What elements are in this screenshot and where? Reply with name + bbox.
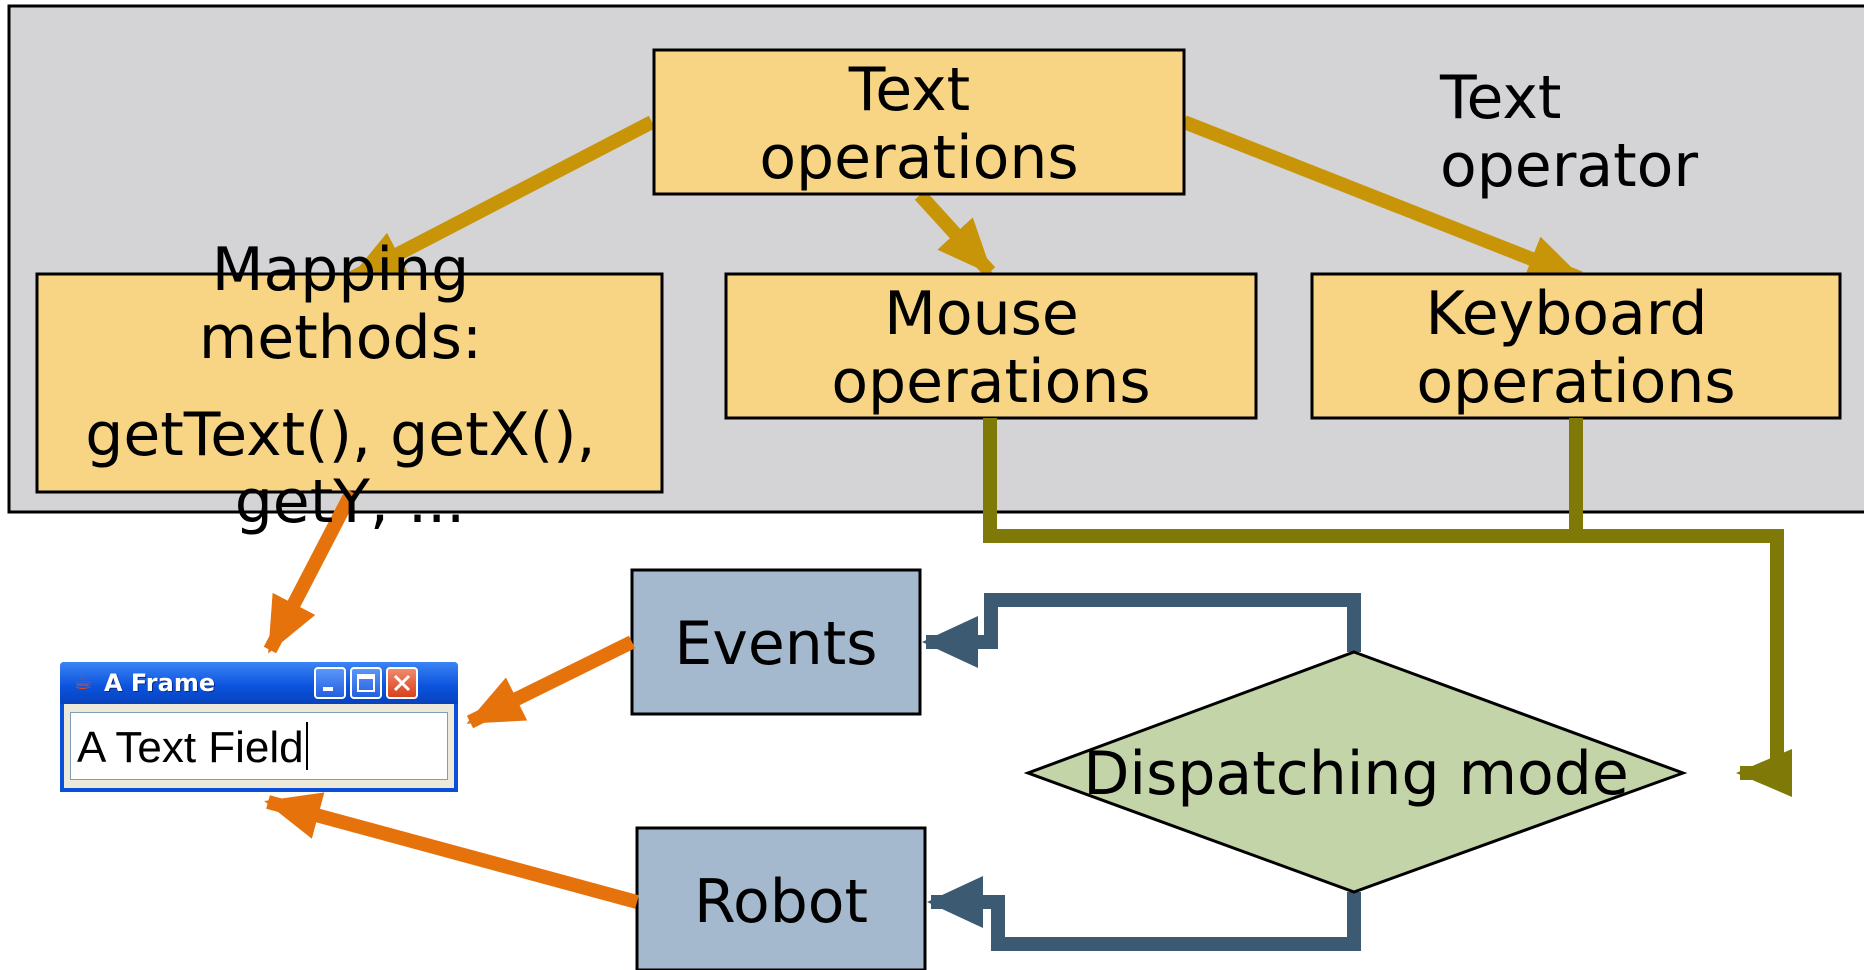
arrow-text-to-keyboard: [1181, 115, 1584, 285]
frame-titlebar: ☕ A Frame: [60, 662, 458, 704]
text-operations-box: [652, 48, 1186, 196]
minimize-button[interactable]: [314, 667, 346, 699]
close-icon: [393, 674, 411, 692]
mouse-operations-label: Mouse operations: [831, 279, 1150, 417]
java-frame-window: ☕ A Frame A Text Field: [60, 662, 458, 792]
arrow-text-to-mapping: [348, 115, 656, 285]
close-button[interactable]: [386, 667, 418, 699]
mapping-methods-label: Mapping methods: getText(), getX(), getY…: [85, 235, 614, 537]
mouse-operations-box: [724, 272, 1258, 420]
java-cup-icon: ☕: [73, 670, 93, 695]
arrow-mapping-to-frame: [263, 488, 359, 654]
robot-label: Robot: [694, 867, 868, 937]
keyboard-operations-label: Keyboard operations: [1416, 279, 1735, 417]
arrow-robot-to-frame: [264, 792, 639, 909]
dispatching-mode-label: Dispatching mode: [1083, 739, 1629, 809]
connector-dispatch-to-events: [922, 593, 1361, 668]
dispatching-mode-diamond: [1023, 650, 1688, 894]
minimize-icon: [323, 687, 333, 691]
maximize-button[interactable]: [350, 667, 382, 699]
text-field[interactable]: A Text Field: [70, 712, 448, 780]
events-label: Events: [674, 609, 877, 679]
keyboard-operations-box: [1310, 272, 1842, 420]
text-operator-label: Text operator: [1439, 63, 1698, 201]
maximize-icon: [357, 674, 375, 692]
arrow-events-to-frame: [466, 635, 636, 729]
text-field-value: A Text Field: [77, 723, 304, 772]
connector-mouse-to-dispatch: [983, 418, 1792, 797]
mapping-methods-box: [35, 272, 664, 494]
robot-box: [635, 826, 927, 970]
arrow-text-to-mouse: [914, 190, 996, 277]
events-box: [630, 568, 922, 716]
connector-dispatch-to-robot: [927, 876, 1361, 951]
frame-content: A Text Field: [64, 704, 454, 788]
frame-title: A Frame: [104, 669, 216, 697]
text-operations-label: Text operations: [759, 55, 1078, 193]
text-caret: [305, 722, 308, 770]
